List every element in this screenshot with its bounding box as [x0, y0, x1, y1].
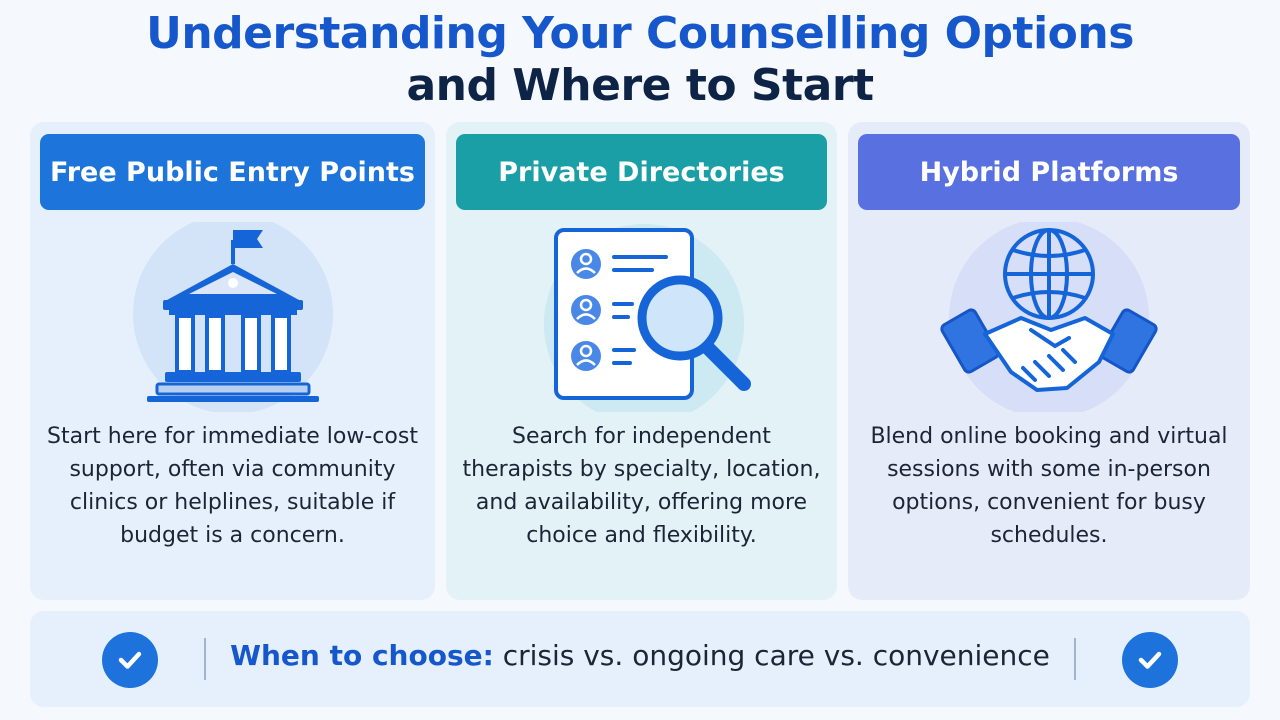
- card-hybrid-platforms: Hybrid Platforms Blend online: [848, 122, 1250, 600]
- when-to-choose-text: When to choose: crisis vs. ongoing care …: [220, 639, 1060, 672]
- card-description: Search for independent therapists by spe…: [462, 424, 821, 548]
- divider: [204, 638, 206, 680]
- checkmark-circle-icon: [102, 632, 158, 688]
- when-to-choose-bar: When to choose: crisis vs. ongoing care …: [30, 611, 1250, 707]
- card-private-directories: Private Directories Search for independe…: [446, 122, 837, 600]
- card-description: Blend online booking and virtual session…: [870, 424, 1228, 548]
- page-title: Understanding Your Counselling Options a…: [0, 8, 1280, 112]
- divider: [1074, 638, 1076, 680]
- globe-handshake-icon: [848, 222, 1250, 412]
- card-header: Hybrid Platforms: [858, 134, 1240, 210]
- when-to-choose-value: crisis vs. ongoing care vs. convenience: [493, 639, 1050, 672]
- card-header: Private Directories: [456, 134, 827, 210]
- card-description: Start here for immediate low-cost suppor…: [47, 424, 418, 548]
- card-free-public-entry-points: Free Public Entry Points Start here for …: [30, 122, 435, 600]
- checkmark-circle-icon: [1122, 632, 1178, 688]
- title-line-2: and Where to Start: [406, 60, 874, 111]
- title-line-1: Understanding Your Counselling Options: [146, 8, 1134, 59]
- directory-search-icon: [446, 222, 837, 412]
- government-building-icon: [30, 222, 435, 412]
- when-to-choose-label: When to choose:: [230, 639, 494, 672]
- card-header: Free Public Entry Points: [40, 134, 425, 210]
